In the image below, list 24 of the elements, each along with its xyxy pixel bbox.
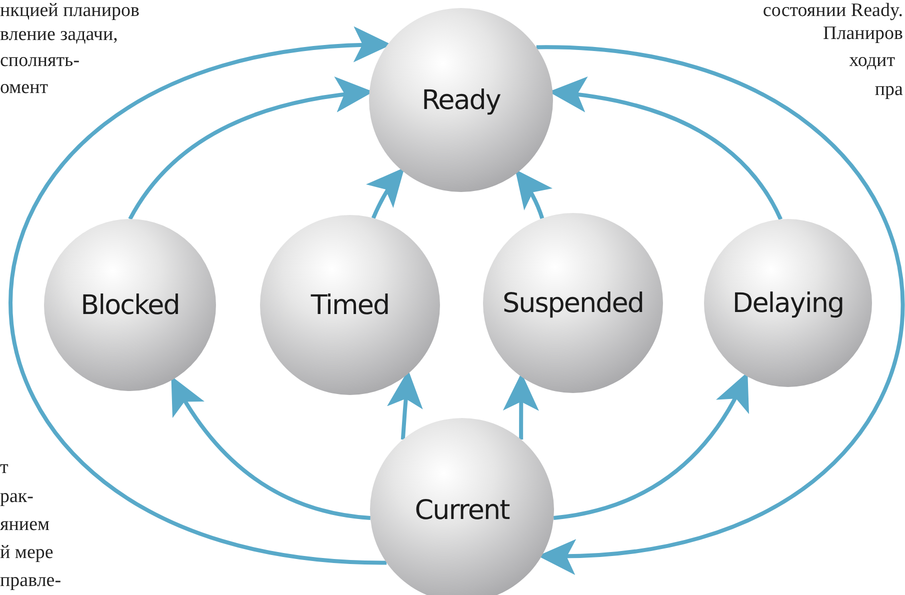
text-fragment: нкцией планиров xyxy=(0,1,140,20)
text-fragment: янием xyxy=(0,515,50,534)
state-label: Delaying xyxy=(732,288,844,318)
text-fragment: ходит xyxy=(849,51,895,70)
state-label: Suspended xyxy=(502,288,644,318)
text-fragment: сполнять- xyxy=(0,51,80,70)
state-label: Ready xyxy=(422,84,500,116)
text-fragment: рак- xyxy=(0,487,34,506)
text-fragment: вление задачи, xyxy=(0,25,118,44)
arrow xyxy=(515,169,552,220)
text-fragment: Планиров xyxy=(823,24,903,43)
text-fragment: омент xyxy=(0,78,48,97)
state-label: Current xyxy=(414,494,510,526)
arrow xyxy=(171,376,371,520)
text-fragment: й мере xyxy=(0,543,54,562)
text-fragment: т xyxy=(0,458,8,477)
text-fragment: пра xyxy=(874,80,903,99)
state-label: Blocked xyxy=(80,290,180,320)
state-label: Timed xyxy=(310,290,390,320)
arrow xyxy=(553,372,748,520)
arrow xyxy=(366,167,404,219)
text-fragment: правле- xyxy=(0,571,62,590)
arrow xyxy=(536,45,904,572)
text-fragment: состоянии Ready. xyxy=(762,1,903,20)
